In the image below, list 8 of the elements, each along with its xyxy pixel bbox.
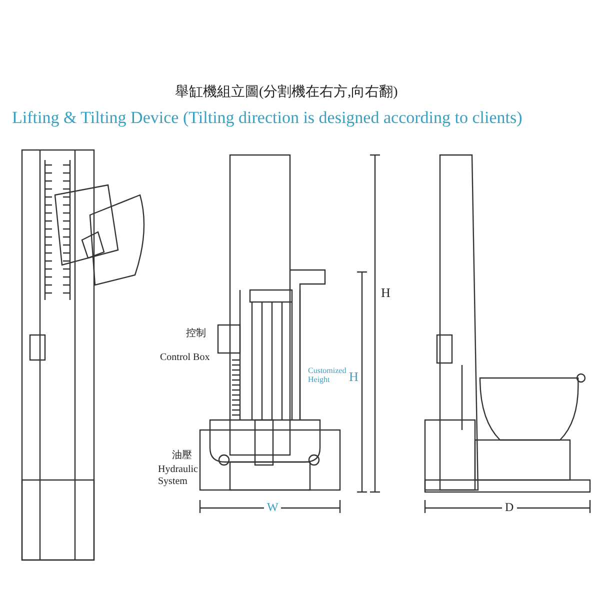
dimension-label: Customized Height bbox=[308, 366, 348, 384]
part-label: Hydraulic System bbox=[158, 464, 198, 487]
part-label: Control Box bbox=[160, 352, 210, 364]
part-label: 油壓 bbox=[172, 450, 192, 462]
part-label: 控制 bbox=[186, 328, 206, 340]
title: 舉缸機組立圖(分割機在右方,向右翻) bbox=[175, 85, 398, 102]
dimension-label: H bbox=[349, 370, 358, 385]
subtitle: Lifting & Tilting Device (Tilting direction is designed according to clients) bbox=[12, 108, 522, 128]
